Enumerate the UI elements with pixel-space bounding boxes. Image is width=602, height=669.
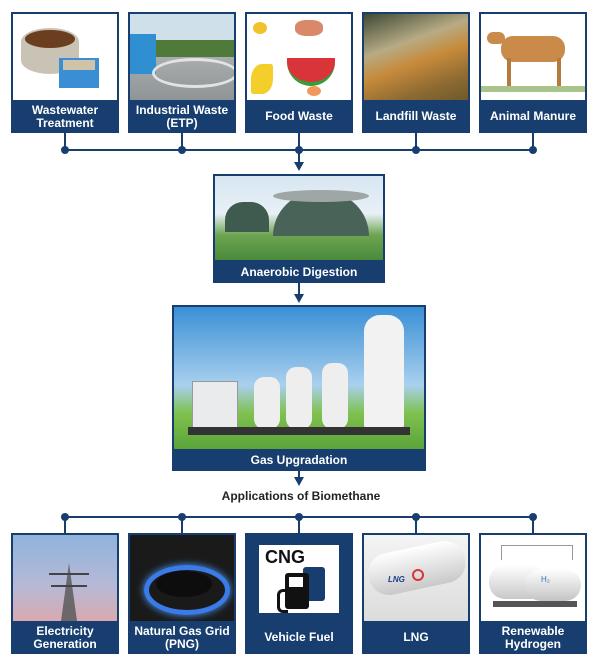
source-label: Food Waste: [265, 109, 333, 123]
cow-image: [481, 14, 585, 100]
application-label: Vehicle Fuel: [264, 630, 334, 644]
connector-line: [415, 517, 417, 534]
hydrogen-tank-text: H₂: [541, 575, 550, 584]
food-waste-image: [247, 14, 351, 100]
connector-line: [64, 133, 66, 150]
hydrogen-tank-image: H₂: [481, 535, 585, 621]
upgradation-plant-image: [174, 307, 424, 449]
landfill-image: [364, 14, 468, 100]
source-card-landfill: Landfill Waste: [362, 12, 470, 133]
junction-dot: [61, 146, 69, 154]
connector-line: [298, 517, 300, 534]
source-card-industrial: Industrial Waste (ETP): [128, 12, 236, 133]
application-card-png: Natural Gas Grid (PNG): [128, 533, 236, 654]
cng-badge: CNG: [265, 547, 305, 567]
application-label: Electricity Generation: [33, 623, 97, 651]
arrow-down-icon: [294, 294, 304, 303]
process-label: Gas Upgradation: [250, 453, 348, 467]
application-card-lng: LNG LNG: [362, 533, 470, 654]
connector-line: [64, 517, 66, 534]
source-label: Landfill Waste: [375, 109, 457, 123]
source-label: Industrial Waste (ETP): [135, 102, 229, 130]
junction-dot: [178, 146, 186, 154]
application-card-electricity: Electricity Generation: [11, 533, 119, 654]
process-label: Anaerobic Digestion: [240, 265, 358, 279]
arrow-down-icon: [294, 477, 304, 486]
gas-burner-image: [130, 535, 234, 621]
source-card-wastewater: Wastewater Treatment: [11, 12, 119, 133]
applications-title: Applications of Biomethane: [221, 489, 381, 503]
source-label: Wastewater Treatment: [31, 102, 99, 130]
source-card-manure: Animal Manure: [479, 12, 587, 133]
junction-dot: [412, 146, 420, 154]
connector-line: [532, 133, 534, 150]
application-card-hydrogen: H₂ Renewable Hydrogen: [479, 533, 587, 654]
junction-dot: [529, 146, 537, 154]
junction-dot: [295, 146, 303, 154]
cng-pump-icon: CNG: [247, 535, 351, 621]
connector-line: [181, 517, 183, 534]
source-card-food: Food Waste: [245, 12, 353, 133]
connector-line: [298, 471, 300, 479]
arrow-down-icon: [294, 162, 304, 171]
connector-line: [532, 517, 534, 534]
digester-image: [215, 176, 383, 260]
connector-line: [181, 133, 183, 150]
source-label: Animal Manure: [489, 109, 576, 123]
anaerobic-digestion-card: Anaerobic Digestion: [213, 174, 385, 283]
lng-tank-text: LNG: [388, 575, 405, 584]
connector-line: [298, 283, 300, 295]
connector-line: [415, 133, 417, 150]
gas-upgradation-card: Gas Upgradation: [172, 305, 426, 471]
etp-plant-image: [130, 14, 234, 100]
application-card-vehicle-fuel: CNG Vehicle Fuel: [245, 533, 353, 654]
wastewater-plant-image: [13, 14, 117, 100]
application-label: LNG: [403, 630, 429, 644]
lng-tank-image: LNG: [364, 535, 468, 621]
application-label: Renewable Hydrogen: [501, 623, 565, 651]
application-label: Natural Gas Grid (PNG): [134, 623, 230, 651]
power-tower-image: [13, 535, 117, 621]
